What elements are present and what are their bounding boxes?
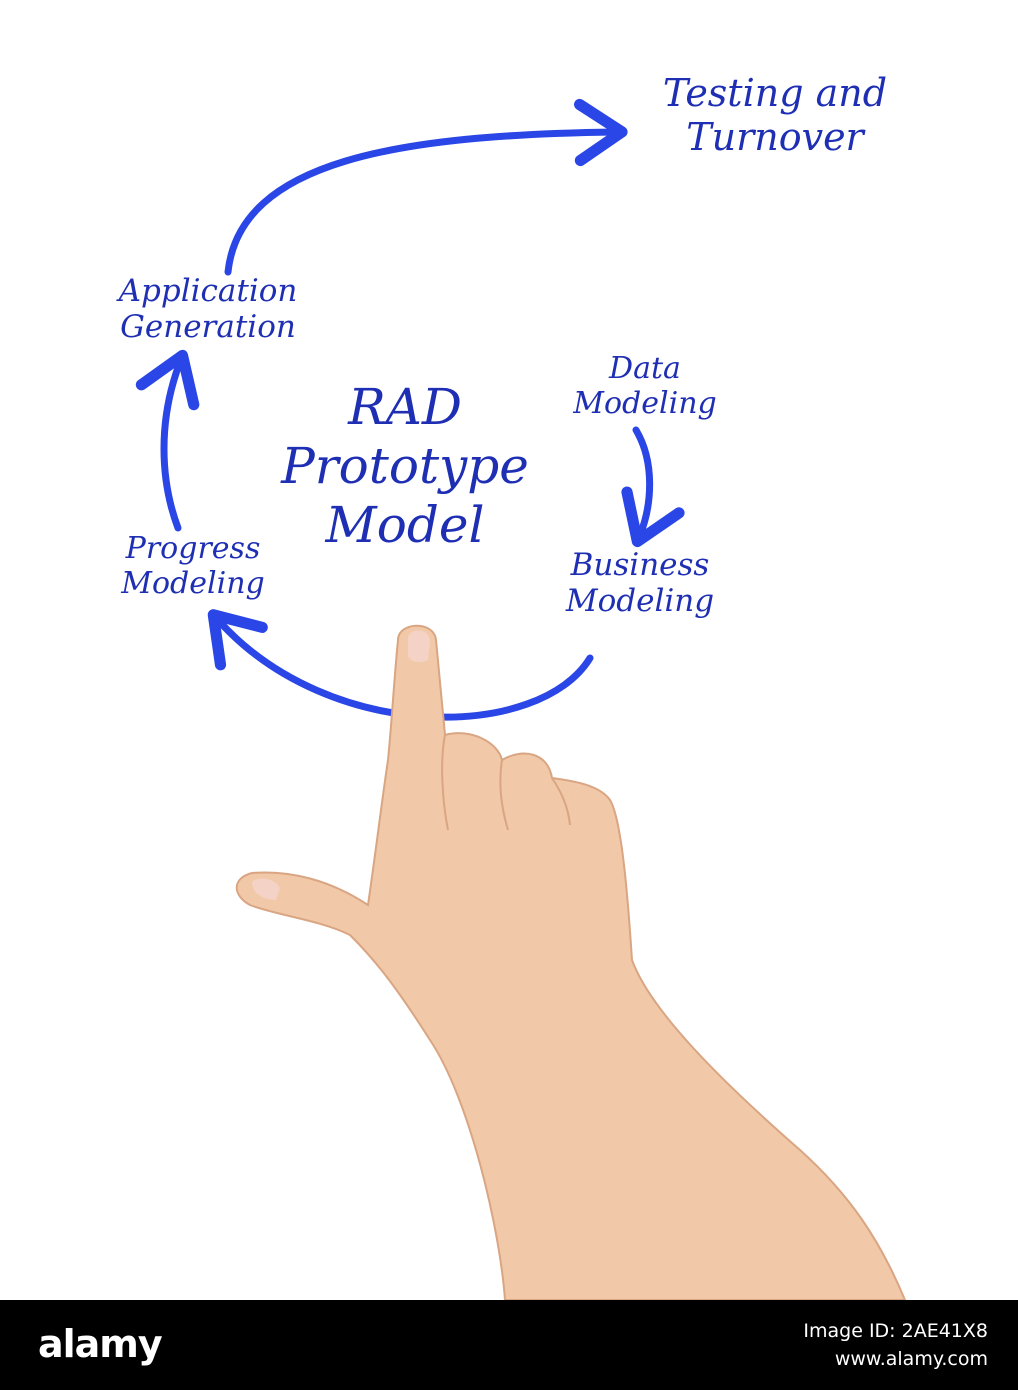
node-application-generation: Application Generation: [68, 273, 348, 345]
watermark-footer: alamy Image ID: 2AE41X8 www.alamy.com: [0, 1300, 1018, 1390]
diagram-title: RAD Prototype Model: [235, 378, 575, 555]
node-data-line-1: Data: [609, 351, 681, 386]
diagram-canvas: Testing and Turnover Application Generat…: [68, 71, 950, 1300]
diagram-title-line-3: Model: [325, 496, 485, 554]
node-data-modeling: Data Modeling: [530, 351, 760, 421]
node-business-line-2: Modeling: [565, 582, 715, 619]
image-id-block: Image ID: 2AE41X8 www.alamy.com: [803, 1318, 988, 1373]
diagram-title-line-1: RAD: [348, 378, 462, 436]
arrow-application-to-testing: [224, 98, 628, 276]
node-data-line-2: Modeling: [573, 385, 717, 421]
diagram-title-line-2: Prototype: [281, 437, 529, 495]
node-progress-line-1: Progress: [125, 531, 261, 566]
diagram-svg: [135, 98, 907, 1300]
node-progress-modeling: Progress Modeling: [78, 531, 308, 601]
node-testing-line-2: Turnover: [686, 114, 864, 159]
pointing-hand-image: [235, 624, 907, 1300]
node-business-line-1: Business: [570, 547, 710, 583]
image-id-label: Image ID: 2AE41X8: [803, 1320, 988, 1342]
node-application-line-1: Application: [118, 273, 298, 309]
node-testing-line-1: Testing and: [662, 71, 888, 115]
arrow-data-to-business: [621, 426, 685, 548]
alamy-logo: alamy: [38, 1322, 163, 1366]
node-testing-and-turnover: Testing and Turnover: [600, 71, 950, 159]
node-application-line-2: Generation: [120, 308, 296, 345]
site-url: www.alamy.com: [834, 1347, 988, 1370]
node-progress-line-2: Modeling: [121, 565, 265, 601]
node-business-modeling: Business Modeling: [520, 547, 760, 619]
arrow-progress-to-application: [135, 349, 200, 532]
